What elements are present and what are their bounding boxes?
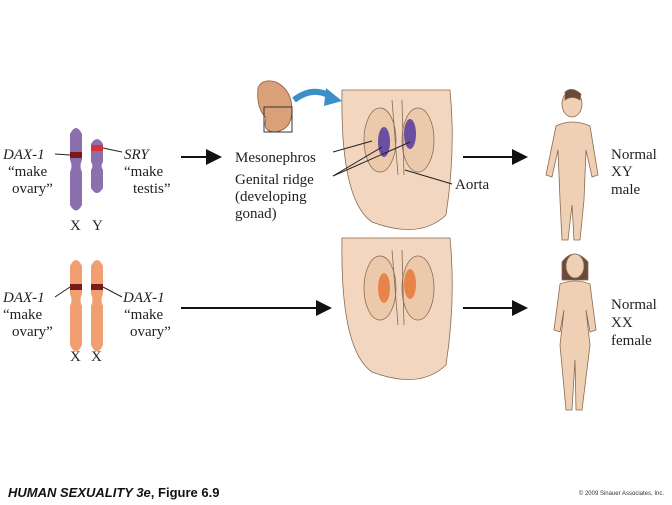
dax1-band bbox=[70, 284, 82, 290]
outcome-label: Normal bbox=[611, 147, 657, 163]
dax1-role: “make bbox=[124, 307, 163, 323]
dax1-label: DAX-1 bbox=[122, 290, 165, 306]
y-chromosome bbox=[91, 139, 103, 193]
dax1-band bbox=[91, 284, 103, 290]
genital-ridge-label: (developing bbox=[235, 189, 307, 205]
genital-ridge-label: gonad) bbox=[235, 206, 277, 222]
dax1-band bbox=[70, 152, 82, 158]
outcome-label: XX bbox=[611, 315, 633, 331]
figure-caption: HUMAN SEXUALITY 3e, Figure 6.9 bbox=[8, 485, 219, 500]
copyright: © 2009 Sinauer Associates, Inc. bbox=[578, 491, 664, 497]
dax1-label: DAX-1 bbox=[2, 290, 45, 306]
sry-role: “make bbox=[124, 164, 163, 180]
dax1-label: DAX-1 bbox=[2, 147, 45, 163]
dax1-role: “make bbox=[3, 307, 42, 323]
mesonephros-label: Mesonephros bbox=[235, 150, 316, 166]
x-chromosome-male bbox=[70, 128, 82, 211]
outcome-label: female bbox=[611, 333, 652, 349]
genital-ridge-orange bbox=[378, 273, 390, 303]
zoom-arrow bbox=[292, 88, 332, 103]
dax1-role: ovary” bbox=[12, 324, 53, 340]
dax1-role: “make bbox=[8, 164, 47, 180]
x-chromosome-female-1 bbox=[70, 260, 82, 352]
aorta-label: Aorta bbox=[455, 177, 489, 193]
gonad-cross-section-male bbox=[341, 89, 453, 230]
outcome-label: XY bbox=[611, 164, 633, 180]
figure-number: , Figure 6.9 bbox=[150, 485, 220, 500]
male-figure-illustration bbox=[545, 89, 599, 241]
sry-band bbox=[91, 145, 103, 151]
chromosome-label: X bbox=[70, 218, 81, 234]
x-chromosome-female-2 bbox=[91, 260, 103, 352]
chromosome-label: X bbox=[91, 349, 102, 365]
book-title: HUMAN SEXUALITY 3e bbox=[8, 485, 151, 500]
female-figure-illustration bbox=[553, 253, 597, 411]
gonad-cross-section-female bbox=[341, 237, 453, 380]
outcome-label: male bbox=[611, 182, 640, 198]
genital-ridge-label: Genital ridge bbox=[235, 172, 314, 188]
chromosome-label: X bbox=[70, 349, 81, 365]
embryo-illustration bbox=[257, 80, 342, 133]
sry-role: testis” bbox=[133, 181, 171, 197]
chromosome-label: Y bbox=[92, 218, 103, 234]
sry-label: SRY bbox=[124, 147, 150, 163]
dax1-role: ovary” bbox=[130, 324, 171, 340]
genital-ridge-purple bbox=[378, 127, 390, 157]
outcome-label: Normal bbox=[611, 297, 657, 313]
dax1-role: ovary” bbox=[12, 181, 53, 197]
